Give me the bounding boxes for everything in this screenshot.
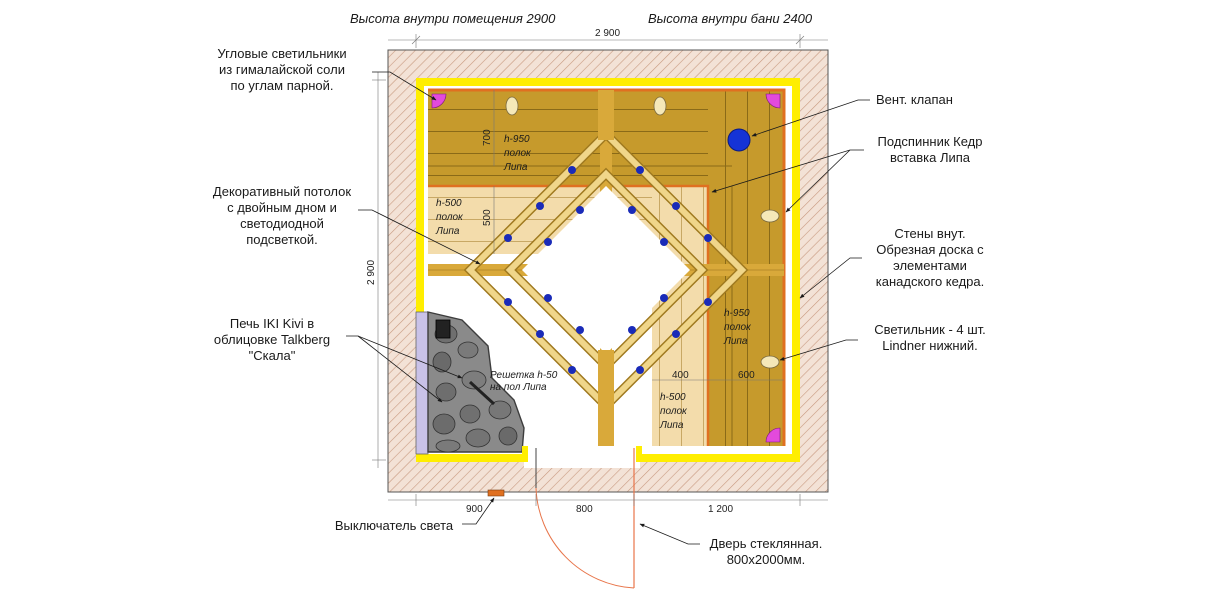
callout-ceiling: Декоративный потолок с двойным дном и св… bbox=[213, 184, 481, 265]
callout-lamp: Светильник - 4 шт. Lindner нижний. bbox=[779, 322, 986, 361]
svg-text:800х2000мм.: 800х2000мм. bbox=[727, 552, 806, 567]
dimension-bottom-left: 900 bbox=[466, 504, 483, 515]
svg-text:Угловые светильники: Угловые светильники bbox=[217, 46, 346, 61]
svg-text:Декоративный потолок: Декоративный потолок bbox=[213, 184, 351, 199]
bench-right-label: h-950 полок Липа bbox=[723, 308, 752, 347]
bench-bottom-label: h-500 полок Липа bbox=[659, 392, 688, 431]
svg-text:h-500: h-500 bbox=[436, 198, 462, 209]
decorative-ceiling bbox=[428, 90, 784, 446]
svg-text:из гималайской соли: из гималайской соли bbox=[219, 62, 345, 77]
svg-text:Выключатель света: Выключатель света bbox=[335, 518, 454, 533]
floor-grate-label: Решетка h-50 на пол Липа bbox=[490, 370, 558, 393]
vent-valve bbox=[727, 128, 751, 152]
dimension-bottom-right: 1 200 bbox=[708, 504, 733, 515]
svg-text:Решетка h-50: Решетка h-50 bbox=[490, 370, 558, 381]
dimension-top-label: 2 900 bbox=[595, 28, 620, 39]
svg-text:облицовке Talkberg: облицовке Talkberg bbox=[214, 332, 330, 347]
svg-text:Липа: Липа bbox=[723, 336, 748, 347]
svg-text:с двойным дном и: с двойным дном и bbox=[227, 200, 337, 215]
svg-text:полок: полок bbox=[660, 406, 688, 417]
bench-left-label: h-500 полок Липа bbox=[435, 198, 464, 237]
dimension-500: 500 bbox=[482, 209, 493, 226]
svg-text:Дверь стеклянная.: Дверь стеклянная. bbox=[710, 536, 823, 551]
svg-text:Вент. клапан: Вент. клапан bbox=[876, 92, 953, 107]
sauna-height-title: Высота внутри бани 2400 bbox=[648, 11, 813, 26]
stove bbox=[415, 311, 525, 455]
dimension-600: 600 bbox=[738, 370, 755, 381]
dimension-bottom: 900 800 1 200 bbox=[388, 494, 828, 515]
svg-text:h-950: h-950 bbox=[724, 308, 750, 319]
svg-text:Липа: Липа bbox=[659, 420, 684, 431]
led-lights bbox=[504, 166, 712, 374]
dimension-left-label: 2 900 bbox=[366, 260, 377, 285]
svg-text:полок: полок bbox=[504, 148, 532, 159]
dimension-400: 400 bbox=[672, 370, 689, 381]
dimension-top: 2 900 bbox=[388, 28, 828, 48]
svg-text:Печь IKI Kivi в: Печь IKI Kivi в bbox=[230, 316, 314, 331]
callout-corner-lights: Угловые светильники из гималайской соли … bbox=[217, 46, 437, 101]
svg-text:канадского кедра.: канадского кедра. bbox=[876, 274, 985, 289]
svg-text:полок: полок bbox=[724, 322, 752, 333]
svg-text:Липа: Липа bbox=[435, 226, 460, 237]
svg-text:"Скала": "Скала" bbox=[249, 348, 296, 363]
svg-text:по углам парной.: по углам парной. bbox=[231, 78, 334, 93]
svg-text:Липа: Липа bbox=[503, 162, 528, 173]
svg-text:светодиодной: светодиодной bbox=[240, 216, 324, 231]
callout-stove: Печь IKI Kivi в облицовке Talkberg "Скал… bbox=[214, 316, 463, 403]
headrest-lower bbox=[428, 184, 710, 446]
callout-switch: Выключатель света bbox=[335, 497, 495, 533]
callout-door: Дверь стеклянная. 800х2000мм. bbox=[639, 523, 823, 567]
svg-text:Lindner нижний.: Lindner нижний. bbox=[882, 338, 977, 353]
svg-text:на пол Липа: на пол Липа bbox=[490, 382, 547, 393]
door bbox=[522, 446, 642, 589]
inner-dimensions: 700 500 400 600 bbox=[482, 90, 784, 381]
svg-text:вставка Липа: вставка Липа bbox=[890, 150, 971, 165]
lindner-lamps bbox=[505, 96, 780, 369]
stove-chimney bbox=[435, 319, 451, 339]
dimension-700: 700 bbox=[482, 129, 493, 146]
headrest-upper bbox=[428, 88, 786, 446]
svg-text:Подспинник Кедр: Подспинник Кедр bbox=[878, 134, 983, 149]
svg-text:h-500: h-500 bbox=[660, 392, 686, 403]
svg-text:Обрезная доска с: Обрезная доска с bbox=[876, 242, 984, 257]
svg-text:Светильник - 4 шт.: Светильник - 4 шт. bbox=[874, 322, 986, 337]
svg-text:полок: полок bbox=[436, 212, 464, 223]
callout-headrest: Подспинник Кедр вставка Липа bbox=[711, 134, 983, 213]
callout-vent: Вент. клапан bbox=[751, 92, 953, 137]
svg-text:Стены внут.: Стены внут. bbox=[894, 226, 965, 241]
svg-text:элементами: элементами bbox=[893, 258, 967, 273]
svg-text:подсветкой.: подсветкой. bbox=[246, 232, 318, 247]
dimension-left: 2 900 bbox=[366, 72, 386, 468]
callout-walls: Стены внут. Обрезная доска с элементами … bbox=[799, 226, 985, 299]
light-switch bbox=[487, 489, 505, 497]
room-height-title: Высота внутри помещения 2900 bbox=[350, 11, 556, 26]
bench-top-label: h-950 полок Липа bbox=[503, 134, 532, 173]
svg-text:h-950: h-950 bbox=[504, 134, 530, 145]
dimension-bottom-door: 800 bbox=[576, 504, 593, 515]
